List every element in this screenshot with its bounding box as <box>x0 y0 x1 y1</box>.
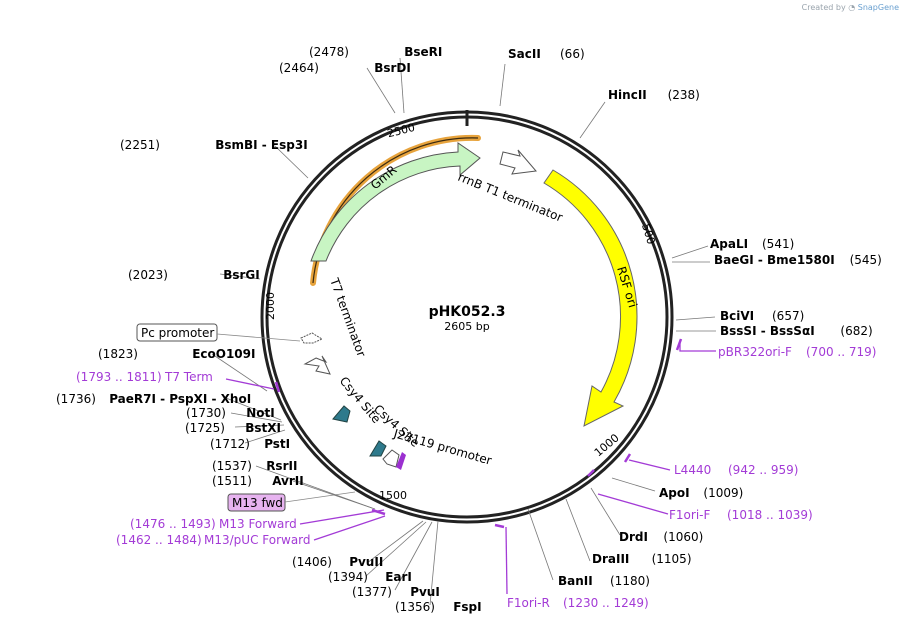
snapgene-credit: Created by ◔ SnapGene <box>801 3 899 12</box>
enzyme-position: (1823) <box>98 347 138 361</box>
site-labels: SacII (66) HincII (238) ApaLI (541) BaeGI - Bm… <box>56 45 882 614</box>
m13-fwd-box[interactable] <box>227 493 286 512</box>
enzyme-position: (1537) <box>212 459 252 473</box>
feature-rsf-ori-arrow[interactable] <box>543 169 638 427</box>
enzyme-name: EarI <box>385 570 412 584</box>
primer-range: (1018 .. 1039) <box>727 508 813 522</box>
tick-label-2500: 2500 <box>386 121 416 140</box>
enzyme-name: BsmBI - Esp3I <box>215 138 307 152</box>
enzyme-name: ApaLI <box>710 237 748 251</box>
enzyme-position: (2251) <box>120 138 160 152</box>
primer-range: (1462 .. 1484) <box>116 533 202 547</box>
enzyme-position: (657) <box>772 309 804 323</box>
enzyme-name: BsrGI <box>223 268 260 282</box>
enzyme-name: NotI <box>246 406 275 420</box>
feature-j23119-promoter-arrow[interactable] <box>382 449 400 468</box>
enzyme-name: PaeR7I - PspXI - XhoI <box>109 392 251 406</box>
enzyme-position: (2464) <box>279 61 319 75</box>
feature-csy4-site-2[interactable] <box>369 440 387 457</box>
enzyme-name: ApoI <box>659 486 690 500</box>
plasmid-length: 2605 bp <box>444 320 489 333</box>
enzyme-position: (2023) <box>128 268 168 282</box>
enzyme-position: (541) <box>762 237 794 251</box>
feature-rrnb-arrow[interactable] <box>499 149 537 175</box>
enzyme-position: (1105) <box>652 552 692 566</box>
primer-name: F1ori-R <box>507 596 550 610</box>
enzyme-position: (1009) <box>703 486 743 500</box>
enzyme-name: BaeGI - Bme1580I <box>714 253 835 267</box>
enzyme-name: DraIII <box>592 552 629 566</box>
enzyme-position: (1736) <box>56 392 96 406</box>
enzyme-position: (682) <box>840 324 872 338</box>
primer-range: (700 .. 719) <box>806 345 876 359</box>
enzyme-name: EcoO109I <box>192 347 255 361</box>
plasmid-name: pHK052.3 <box>429 304 506 320</box>
snapgene-logo-icon: ◔ <box>848 3 856 12</box>
enzyme-name: BanII <box>558 574 593 588</box>
feature-primer-purple-block[interactable] <box>396 452 406 470</box>
enzyme-name: FspI <box>453 600 481 614</box>
enzyme-name: PvuII <box>349 555 383 569</box>
feature-label-pc-promoter: Pc promoter <box>141 326 214 340</box>
feature-csy4-site-1[interactable] <box>332 405 351 423</box>
enzyme-position: (1060) <box>663 530 703 544</box>
primer-name: M13 Forward <box>219 517 297 531</box>
enzyme-name: BciVI <box>720 309 754 323</box>
enzyme-position: (238) <box>668 88 700 102</box>
primer-range: (1476 .. 1493) <box>130 517 216 531</box>
primer-name: L4440 <box>674 463 711 477</box>
enzyme-name: PvuI <box>410 585 440 599</box>
enzyme-position: (545) <box>850 253 882 267</box>
enzyme-position: (2478) <box>309 45 349 59</box>
enzyme-position: (66) <box>560 47 585 61</box>
leader-lines <box>211 57 716 606</box>
enzyme-name: BstXI <box>245 421 281 435</box>
enzyme-position: (1356) <box>395 600 435 614</box>
feature-label-t7-terminator: T7 terminator <box>327 275 369 358</box>
feature-t7-terminator-arrow[interactable] <box>303 355 331 375</box>
primer-name: F1ori-F <box>669 508 710 522</box>
pc-promoter-box[interactable] <box>136 323 218 342</box>
primer-marks <box>225 338 716 595</box>
feature-label-j23119: J23119 promoter <box>391 426 493 468</box>
enzyme-name: PstI <box>264 437 290 451</box>
primer-name: T7 Term <box>164 370 213 384</box>
tick-label-500: 500 <box>639 222 658 246</box>
backbone <box>260 110 674 524</box>
enzyme-name: BseRI <box>404 45 442 59</box>
enzyme-position: (1180) <box>610 574 650 588</box>
enzyme-name: RsrII <box>266 459 297 473</box>
primer-name: pBR322ori-F <box>718 345 792 359</box>
enzyme-position: (1406) <box>292 555 332 569</box>
primer-range: (1230 .. 1249) <box>563 596 649 610</box>
enzyme-name: SacII <box>508 47 541 61</box>
enzyme-position: (1394) <box>328 570 368 584</box>
enzyme-name: BssSI - BssSαI <box>720 324 815 338</box>
tick-label-1500: 1500 <box>379 489 407 502</box>
feature-label-m13-fwd: M13 fwd <box>232 496 283 510</box>
enzyme-position: (1725) <box>185 421 225 435</box>
feature-gmr-arrow[interactable] <box>310 142 481 262</box>
feature-pc-promoter-arrow[interactable] <box>300 332 324 344</box>
primer-name: M13/pUC Forward <box>204 533 311 547</box>
enzyme-position: (1712) <box>210 437 250 451</box>
enzyme-name: AvrII <box>272 474 304 488</box>
enzyme-position: (1511) <box>212 474 252 488</box>
primer-range: (1793 .. 1811) <box>76 370 162 384</box>
enzyme-name: HincII <box>608 88 647 102</box>
primer-range: (942 .. 959) <box>728 463 798 477</box>
enzyme-name: BsrDI <box>374 61 411 75</box>
enzyme-position: (1730) <box>186 406 226 420</box>
tick-label-2000: 2000 <box>264 292 277 320</box>
enzyme-position: (1377) <box>352 585 392 599</box>
enzyme-name: DrdI <box>619 530 648 544</box>
